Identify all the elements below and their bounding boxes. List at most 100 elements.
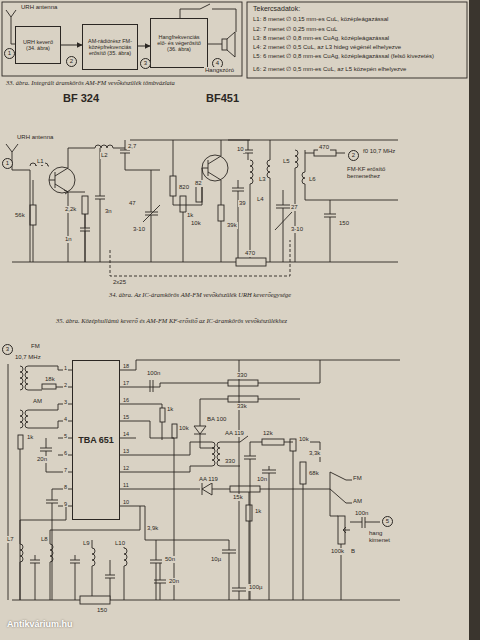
schematic-path (120, 370, 136, 506)
component-label: 17 (122, 380, 130, 386)
schematic-rect (172, 424, 177, 438)
component-label: 150 (96, 607, 108, 614)
schematic-path (330, 472, 352, 503)
component-label: BA 100 (206, 416, 227, 423)
schematic-path (12, 600, 400, 601)
component-label: 2,7 (127, 143, 137, 150)
schematic-rect (338, 516, 345, 544)
schematic-path (120, 148, 160, 170)
node-text: Hangfrekvenciás elő- és végerősítő (36. … (154, 34, 204, 53)
component-label: 3-10 (132, 226, 146, 233)
component-label: L5 (282, 158, 291, 165)
component-label: 100n (146, 370, 161, 377)
schematic-path (136, 506, 236, 600)
component-label: L1 (36, 158, 45, 165)
component-label: 10 (236, 146, 245, 153)
schematic-path (143, 170, 160, 262)
watermark: Antikvárium.hu (6, 620, 74, 630)
schematic-path (30, 163, 49, 262)
schematic-path (80, 214, 90, 262)
component-label: 2,2k (64, 206, 77, 213)
component-label: 82 (194, 180, 203, 187)
component-label: 100n (354, 510, 369, 517)
schematic-path (208, 44, 222, 45)
component-label: AM (32, 398, 43, 405)
part-name: BF 324 (62, 92, 100, 104)
component-label: f0 10,7 MHz (362, 148, 396, 155)
component-label: AA 119 (224, 430, 245, 437)
schematic-path (110, 240, 290, 276)
component-label: 470 (244, 250, 256, 257)
callout-number: 2 (348, 150, 359, 161)
schematic-path (64, 190, 68, 194)
component-label: 10k (178, 425, 190, 432)
signal-arrow (61, 45, 82, 46)
schematic-path (136, 483, 230, 495)
schematic-path (28, 387, 58, 390)
component-label: 15k (232, 494, 244, 501)
component-label: L1: 8 menet ∅ 0,15 mm-es CuL, középleága… (252, 16, 466, 23)
schematic-path (136, 404, 174, 600)
schematic-rect (218, 205, 224, 221)
fig33-wiring (2, 2, 467, 78)
schematic-path (20, 506, 140, 600)
component-label: 39k (226, 222, 238, 229)
page-binding (469, 0, 480, 640)
schematic-path (136, 360, 400, 392)
component-label: 820 (178, 184, 190, 191)
component-label: 3 (63, 399, 68, 405)
schematic-path (295, 150, 330, 262)
schematic-rect (18, 435, 23, 449)
schematic-path (250, 160, 253, 262)
schematic-rect (80, 596, 110, 604)
schematic-rect (180, 196, 186, 212)
schematic-rect (236, 258, 266, 266)
component-label: 330 (224, 458, 236, 465)
callout-number: 1 (2, 158, 13, 169)
part-name: BF451 (205, 92, 240, 104)
component-label: 100µ (248, 584, 263, 591)
callout-number: 5 (382, 516, 393, 527)
component-label: 9 (63, 501, 68, 507)
fig34-wiring (6, 140, 398, 276)
component-label: L8 (40, 536, 49, 543)
component-label: FM (352, 475, 363, 482)
component-label: AA 119 (198, 476, 219, 483)
schematic-path (130, 140, 398, 141)
schematic-rect (314, 150, 336, 156)
schematic-path (160, 360, 320, 399)
schematic-path (221, 221, 222, 262)
component-label: 10,7 MHz (14, 354, 42, 361)
callout-number: 2 (66, 56, 77, 67)
component-label: B (350, 548, 356, 555)
component-label: 10k (190, 220, 202, 227)
schematic-path (95, 148, 105, 262)
schematic-rect (82, 196, 88, 214)
figure-caption: 33. ábra. Integrált áramkörös AM-FM vevő… (5, 79, 176, 86)
component-label: 10k (298, 436, 310, 443)
component-label: L9 (82, 540, 91, 547)
component-label: 100k (330, 548, 345, 555)
schematic-rect (247, 2, 467, 78)
schematic-path (330, 489, 350, 600)
component-label: Tekercsadatok: (252, 5, 301, 13)
node-text: URH keverő (34. ábra) (19, 39, 57, 52)
schematic-path (202, 140, 221, 205)
component-label: 6 (63, 450, 68, 456)
component-label: L4 (256, 196, 265, 203)
component-label: 12k (262, 430, 274, 437)
schematic-rect (290, 439, 296, 451)
schematic-path (232, 360, 246, 600)
component-label: 15 (122, 414, 130, 420)
component-label: 8 (63, 484, 68, 490)
callout-number: 3 (140, 58, 151, 69)
component-label: 3,3k (308, 450, 321, 457)
schematic-rect (160, 408, 165, 422)
schematic-path (49, 148, 95, 262)
component-label: 5 (63, 433, 68, 439)
component-label: 10n (256, 476, 268, 483)
schematic-path (150, 540, 166, 600)
component-label: L3: 8 menet ∅ 0,8 mm-es CuAg, középleága… (252, 35, 466, 42)
component-label: 10 (122, 499, 130, 505)
schematic-path (303, 442, 320, 600)
